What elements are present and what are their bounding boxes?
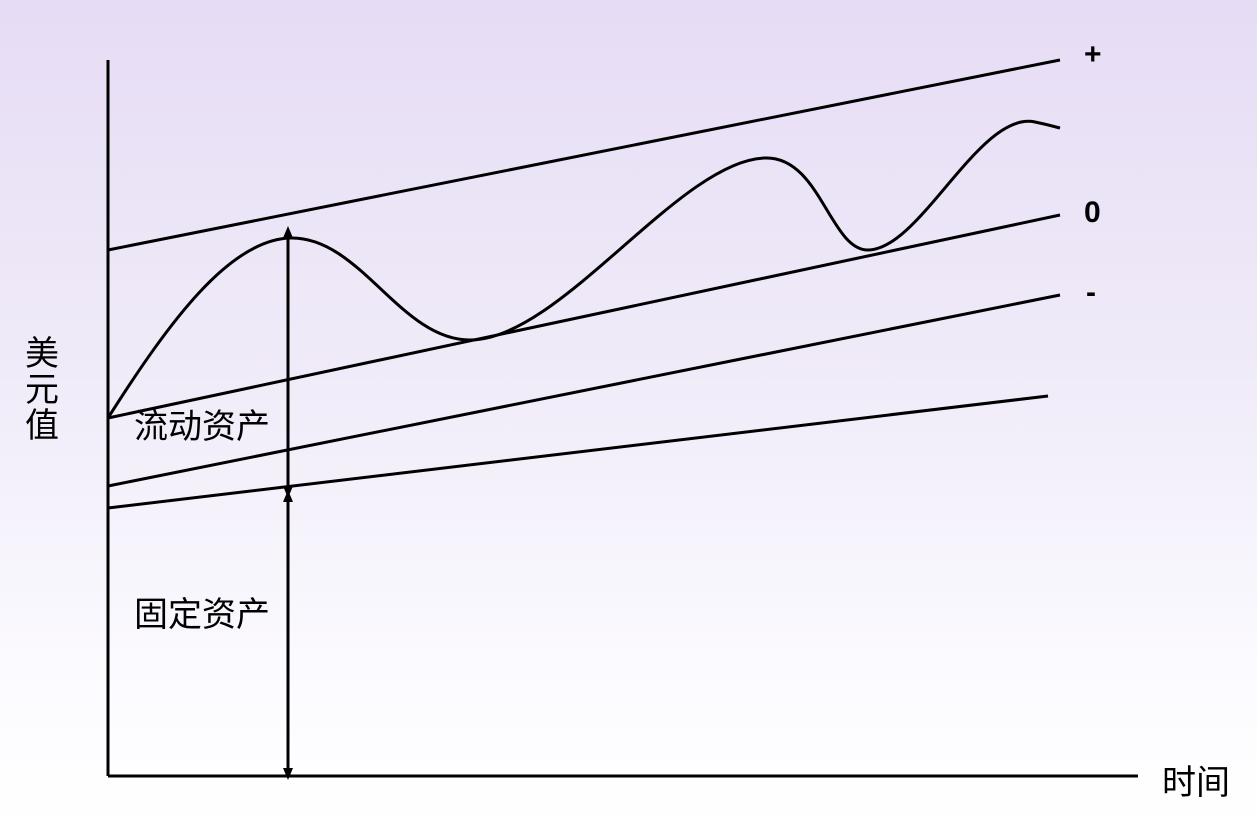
zero-trend-line xyxy=(107,213,1061,420)
plus-trend-line xyxy=(107,58,1061,252)
total-assets-wave xyxy=(106,119,1061,419)
zero-line-marker: 0 xyxy=(1084,196,1101,229)
fixed-assets-line xyxy=(107,394,1049,510)
x-axis-label: 时间 xyxy=(1162,763,1230,803)
minus-trend-line xyxy=(107,293,1061,488)
y-axis-label: 美元值 xyxy=(25,334,59,446)
plus-line-marker: + xyxy=(1084,38,1102,71)
fixed-assets-label: 固定资产 xyxy=(134,595,270,635)
current-assets-label: 流动资产 xyxy=(134,407,270,447)
minus-line-marker: - xyxy=(1086,276,1096,309)
